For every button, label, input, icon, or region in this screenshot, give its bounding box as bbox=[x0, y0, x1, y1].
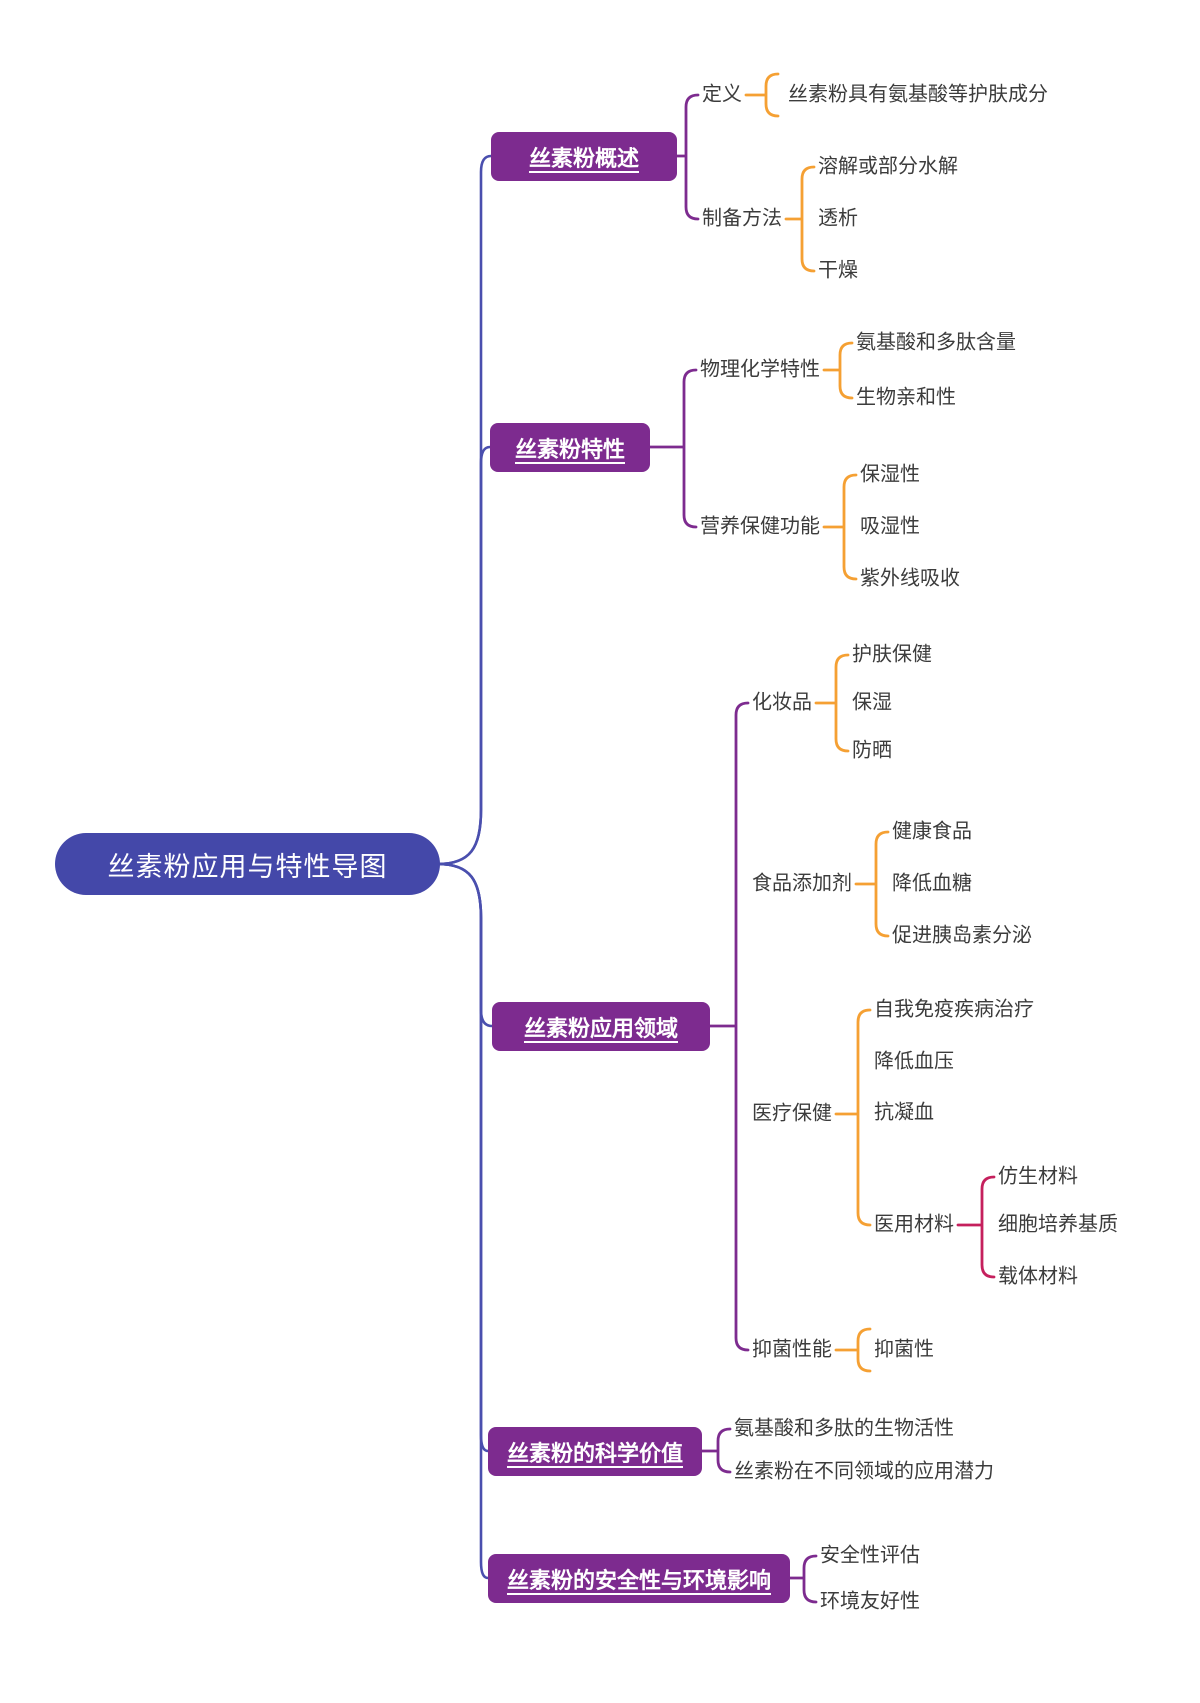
leaf-lower-blood-pressure[interactable]: 降低血压 bbox=[874, 1050, 954, 1073]
leaf-dialysis[interactable]: 透析 bbox=[818, 207, 858, 230]
leaf-safety-assessment[interactable]: 安全性评估 bbox=[820, 1544, 920, 1567]
leaf-amino-acid-bioactivity[interactable]: 氨基酸和多肽的生物活性 bbox=[734, 1417, 954, 1440]
leaf-application-potential[interactable]: 丝素粉在不同领域的应用潜力 bbox=[734, 1460, 994, 1483]
node-antibacterial[interactable]: 抑菌性能 bbox=[752, 1338, 832, 1361]
node-medical-materials[interactable]: 医用材料 bbox=[874, 1213, 954, 1236]
trunk-to-applications bbox=[436, 862, 494, 1028]
node-nutrition-health[interactable]: 营养保健功能 bbox=[700, 515, 820, 538]
branch-scientific-value-label: 丝素粉的科学价值 bbox=[506, 1440, 683, 1466]
branch-overview[interactable]: 丝素粉概述 bbox=[491, 132, 677, 181]
bracket-applications bbox=[708, 701, 750, 1352]
branch-properties-label: 丝素粉特性 bbox=[514, 436, 625, 462]
leaf-anticoagulant[interactable]: 抗凝血 bbox=[874, 1101, 934, 1124]
leaf-dissolution[interactable]: 溶解或部分水解 bbox=[818, 155, 958, 178]
root-node[interactable]: 丝素粉应用与特性导图 bbox=[55, 833, 440, 895]
leaf-sunscreen[interactable]: 防晒 bbox=[852, 739, 892, 762]
branch-safety-environment-label: 丝素粉的安全性与环境影响 bbox=[506, 1567, 771, 1593]
bracket-cosmetics bbox=[814, 653, 850, 753]
trunk-to-overview bbox=[436, 154, 493, 866]
leaf-environment-friendly[interactable]: 环境友好性 bbox=[820, 1590, 920, 1613]
bracket-overview bbox=[675, 93, 700, 221]
leaf-hygroscopic[interactable]: 吸湿性 bbox=[860, 515, 920, 538]
bracket-scientific-value bbox=[700, 1427, 732, 1474]
leaf-moisturize[interactable]: 保湿 bbox=[852, 691, 892, 714]
node-preparation[interactable]: 制备方法 bbox=[702, 207, 782, 230]
bracket-physicochemical bbox=[822, 341, 854, 400]
node-physicochemical[interactable]: 物理化学特性 bbox=[700, 358, 820, 381]
bracket-safety bbox=[788, 1554, 818, 1604]
bracket-medical-materials bbox=[956, 1175, 996, 1279]
branch-applications-label: 丝素粉应用领域 bbox=[523, 1015, 678, 1041]
leaf-promote-insulin[interactable]: 促进胰岛素分泌 bbox=[892, 924, 1032, 947]
leaf-definition-desc[interactable]: 丝素粉具有氨基酸等护肤成分 bbox=[788, 83, 1048, 106]
trunk-to-properties bbox=[436, 445, 492, 866]
branch-overview-label: 丝素粉概述 bbox=[528, 145, 639, 171]
leaf-carrier-materials[interactable]: 载体材料 bbox=[998, 1265, 1078, 1288]
bracket-definition bbox=[744, 72, 780, 118]
trunk-to-safety bbox=[436, 862, 490, 1580]
leaf-cell-culture-matrix[interactable]: 细胞培养基质 bbox=[998, 1213, 1118, 1236]
bracket-properties bbox=[648, 368, 698, 529]
bracket-food-additive bbox=[854, 830, 890, 938]
leaf-health-food[interactable]: 健康食品 bbox=[892, 820, 972, 843]
branch-applications[interactable]: 丝素粉应用领域 bbox=[492, 1002, 710, 1051]
root-node-label: 丝素粉应用与特性导图 bbox=[107, 851, 388, 882]
leaf-drying[interactable]: 干燥 bbox=[818, 259, 858, 282]
node-definition[interactable]: 定义 bbox=[702, 83, 742, 106]
leaf-autoimmune-treatment[interactable]: 自我免疫疾病治疗 bbox=[874, 998, 1034, 1021]
leaf-antibacterial-property[interactable]: 抑菌性 bbox=[874, 1338, 934, 1361]
node-medical-care[interactable]: 医疗保健 bbox=[752, 1102, 832, 1125]
leaf-amino-acid-peptide-content[interactable]: 氨基酸和多肽含量 bbox=[856, 331, 1016, 354]
node-cosmetics[interactable]: 化妆品 bbox=[752, 691, 812, 714]
node-food-additive[interactable]: 食品添加剂 bbox=[752, 872, 852, 895]
branch-safety-environment[interactable]: 丝素粉的安全性与环境影响 bbox=[488, 1554, 790, 1603]
branch-scientific-value[interactable]: 丝素粉的科学价值 bbox=[488, 1427, 702, 1476]
leaf-uv-absorption[interactable]: 紫外线吸收 bbox=[860, 567, 960, 590]
leaf-lower-blood-sugar[interactable]: 降低血糖 bbox=[892, 872, 972, 895]
leaf-biocompatibility[interactable]: 生物亲和性 bbox=[856, 386, 956, 409]
bracket-nutrition bbox=[822, 473, 858, 581]
bracket-preparation bbox=[784, 165, 816, 273]
bracket-antibacterial bbox=[834, 1327, 872, 1373]
leaf-moisturizing[interactable]: 保湿性 bbox=[860, 463, 920, 486]
leaf-biomimetic-materials[interactable]: 仿生材料 bbox=[998, 1165, 1078, 1188]
leaf-skincare[interactable]: 护肤保健 bbox=[852, 643, 932, 666]
bracket-medical-care bbox=[834, 1008, 872, 1227]
branch-properties[interactable]: 丝素粉特性 bbox=[490, 423, 650, 472]
